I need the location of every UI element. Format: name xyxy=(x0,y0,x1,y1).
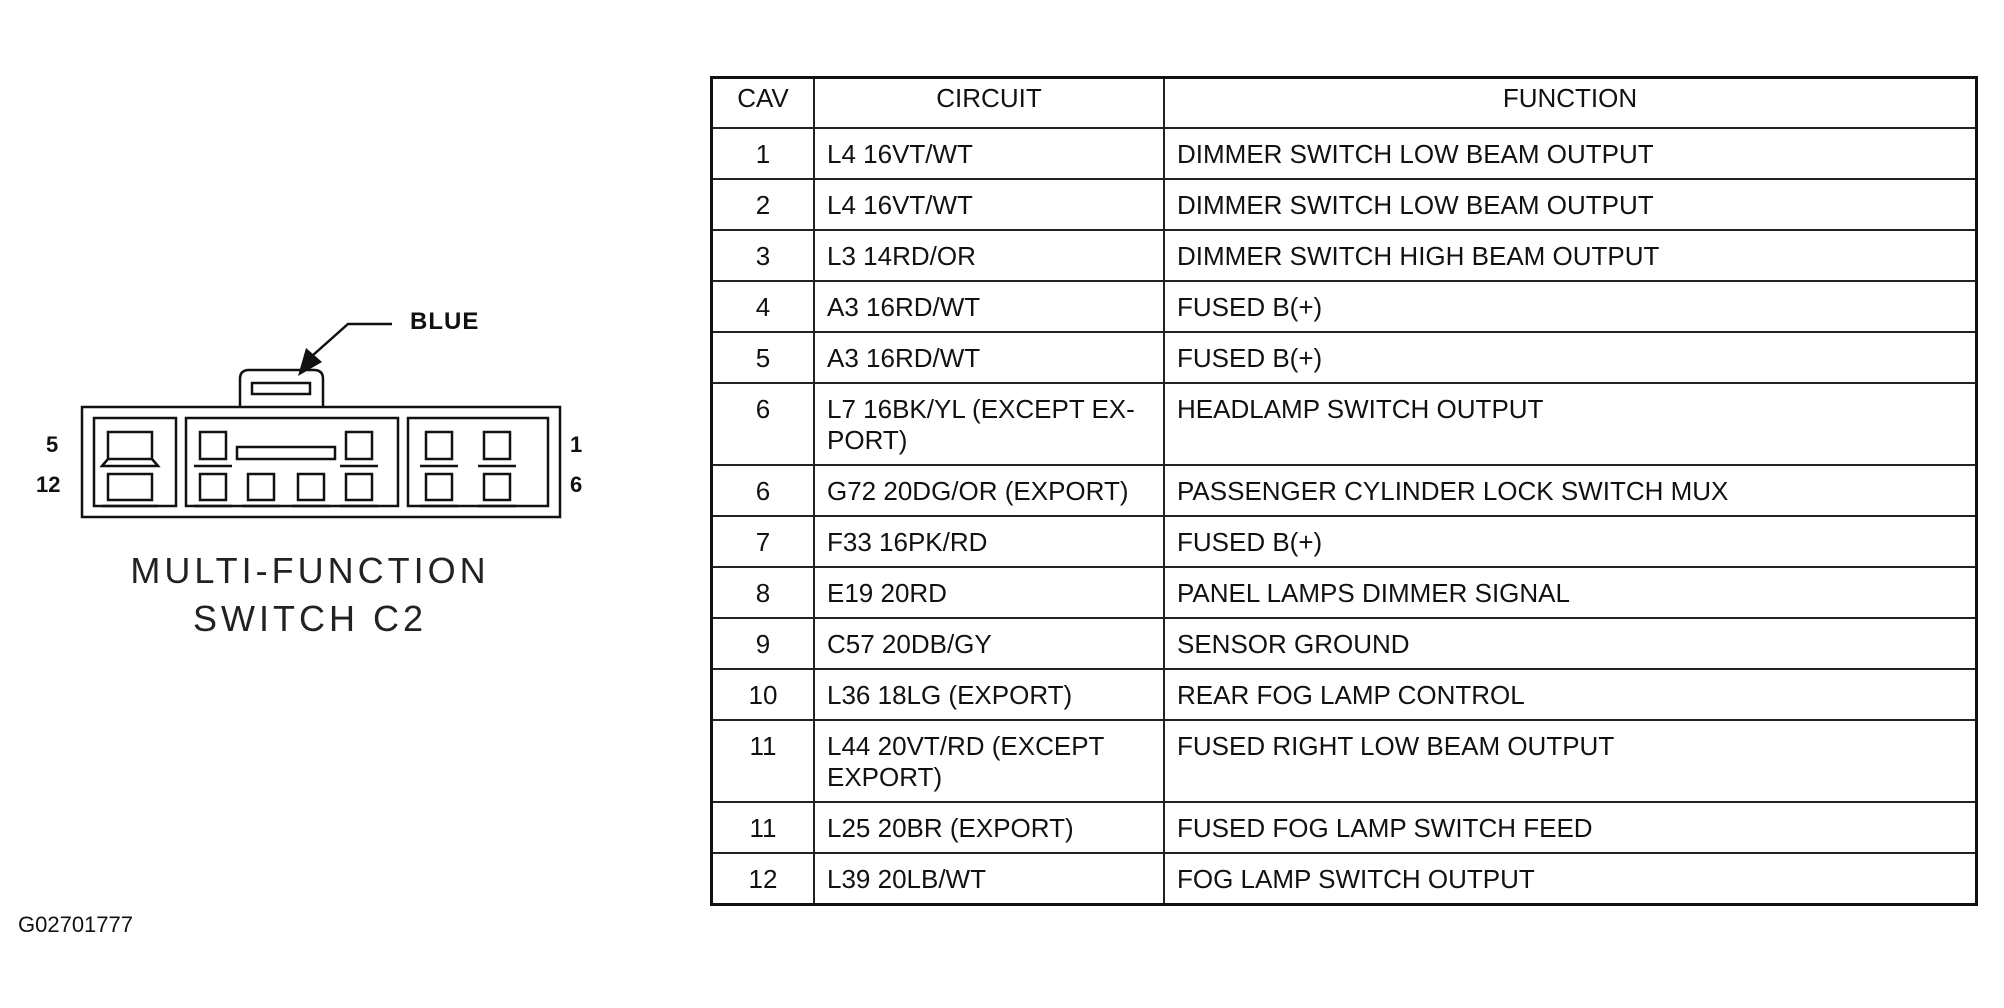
table-row: 7 F33 16PK/RD FUSED B(+) xyxy=(710,515,1978,568)
cell-circuit: L3 14RD/OR xyxy=(813,229,1165,282)
cell-cav: 7 xyxy=(710,515,815,568)
cell-circuit: A3 16RD/WT xyxy=(813,331,1165,384)
color-leader-arrow xyxy=(298,322,392,376)
cell-function: FUSED B(+) xyxy=(1163,280,1978,333)
connector-diagram: BLUE 5 12 1 6 MULTI-FUNCTION SWITCH C2 xyxy=(30,300,590,660)
cell-cav: 4 xyxy=(710,280,815,333)
table-row: 4 A3 16RD/WT FUSED B(+) xyxy=(710,280,1978,333)
cell-function: FUSED B(+) xyxy=(1163,515,1978,568)
cell-cav: 11 xyxy=(710,719,815,803)
table-row: 6 L7 16BK/YL (EXCEPT EX-PORT) HEADLAMP S… xyxy=(710,382,1978,466)
cell-cav: 10 xyxy=(710,668,815,721)
cell-cav: 12 xyxy=(710,852,815,906)
cell-cav: 5 xyxy=(710,331,815,384)
cell-cav: 3 xyxy=(710,229,815,282)
color-label: BLUE xyxy=(410,308,480,335)
circuit-line-1: L7 16BK/YL (EXCEPT EX- xyxy=(827,394,1135,424)
pinout-table: CAV CIRCUIT FUNCTION 1 L4 16VT/WT DIMMER… xyxy=(710,76,1978,906)
cavity-2 xyxy=(420,430,458,468)
cell-cav: 8 xyxy=(710,566,815,619)
pin-label-bottom-right: 6 xyxy=(570,472,583,497)
table-row: 9 C57 20DB/GY SENSOR GROUND xyxy=(710,617,1978,670)
cell-function: PASSENGER CYLINDER LOCK SWITCH MUX xyxy=(1163,464,1978,517)
table-row: 3 L3 14RD/OR DIMMER SWITCH HIGH BEAM OUT… xyxy=(710,229,1978,282)
cell-function: DIMMER SWITCH HIGH BEAM OUTPUT xyxy=(1163,229,1978,282)
cavity-4 xyxy=(194,430,232,468)
connector-title-line-1: MULTI-FUNCTION xyxy=(130,550,490,591)
cell-circuit: L36 18LG (EXPORT) xyxy=(813,668,1165,721)
cell-function: FUSED FOG LAMP SWITCH FEED xyxy=(1163,801,1978,854)
pin-label-top-right: 1 xyxy=(570,432,583,457)
connector-drawing xyxy=(80,322,562,519)
cell-circuit: G72 20DG/OR (EXPORT) xyxy=(813,464,1165,517)
cell-circuit: L4 16VT/WT xyxy=(813,127,1165,180)
table-row: 1 L4 16VT/WT DIMMER SWITCH LOW BEAM OUTP… xyxy=(710,127,1978,180)
cell-circuit: F33 16PK/RD xyxy=(813,515,1165,568)
cavity-3 xyxy=(340,430,378,468)
circuit-line-1: L44 20VT/RD (EXCEPT xyxy=(827,731,1105,761)
cavity-8 xyxy=(340,472,378,508)
circuit-line-2: PORT) xyxy=(827,425,908,455)
table-row: 10 L36 18LG (EXPORT) REAR FOG LAMP CONTR… xyxy=(710,668,1978,721)
cell-circuit: L25 20BR (EXPORT) xyxy=(813,801,1165,854)
cell-cav: 11 xyxy=(710,801,815,854)
cell-cav: 1 xyxy=(710,127,815,180)
cell-function: DIMMER SWITCH LOW BEAM OUTPUT xyxy=(1163,178,1978,231)
cavity-6 xyxy=(478,472,516,508)
cell-function: HEADLAMP SWITCH OUTPUT xyxy=(1163,382,1978,466)
cell-circuit: E19 20RD xyxy=(813,566,1165,619)
cell-cav: 9 xyxy=(710,617,815,670)
cavity-11 xyxy=(194,472,232,508)
cell-function: FUSED RIGHT LOW BEAM OUTPUT xyxy=(1163,719,1978,803)
cavity-10 xyxy=(242,472,280,508)
cell-circuit: L7 16BK/YL (EXCEPT EX-PORT) xyxy=(813,382,1165,466)
connector-key-bar xyxy=(235,445,337,461)
cavity-1 xyxy=(478,430,516,468)
cell-function: FOG LAMP SWITCH OUTPUT xyxy=(1163,852,1978,906)
cell-function: FUSED B(+) xyxy=(1163,331,1978,384)
cell-cav: 6 xyxy=(710,382,815,466)
cavity-12 xyxy=(102,472,158,508)
cavity-grid xyxy=(99,430,516,508)
table-row: 8 E19 20RD PANEL LAMPS DIMMER SIGNAL xyxy=(710,566,1978,619)
cavity-5 xyxy=(99,430,161,468)
pin-label-bottom-left: 12 xyxy=(36,472,61,497)
table-row: 5 A3 16RD/WT FUSED B(+) xyxy=(710,331,1978,384)
cell-circuit: A3 16RD/WT xyxy=(813,280,1165,333)
cell-function: DIMMER SWITCH LOW BEAM OUTPUT xyxy=(1163,127,1978,180)
header-function: FUNCTION xyxy=(1163,76,1978,129)
cavity-7 xyxy=(420,472,458,508)
table-header-row: CAV CIRCUIT FUNCTION xyxy=(710,76,1978,129)
table-row: 2 L4 16VT/WT DIMMER SWITCH LOW BEAM OUTP… xyxy=(710,178,1978,231)
cell-function: SENSOR GROUND xyxy=(1163,617,1978,670)
cell-circuit: L4 16VT/WT xyxy=(813,178,1165,231)
cell-cav: 6 xyxy=(710,464,815,517)
table-row: 12 L39 20LB/WT FOG LAMP SWITCH OUTPUT xyxy=(710,852,1978,906)
connector-title-line-2: SWITCH C2 xyxy=(193,598,427,639)
circuit-line-2: EXPORT) xyxy=(827,762,943,792)
cell-circuit: C57 20DB/GY xyxy=(813,617,1165,670)
figure-id: G02701777 xyxy=(18,912,133,937)
cell-function: PANEL LAMPS DIMMER SIGNAL xyxy=(1163,566,1978,619)
cell-circuit: L39 20LB/WT xyxy=(813,852,1165,906)
table-row: 11 L25 20BR (EXPORT) FUSED FOG LAMP SWIT… xyxy=(710,801,1978,854)
latch-slot xyxy=(250,381,312,396)
cell-cav: 2 xyxy=(710,178,815,231)
cavity-9 xyxy=(292,472,330,508)
header-circuit: CIRCUIT xyxy=(813,76,1165,129)
connector-outer-shell xyxy=(80,405,562,519)
header-cav: CAV xyxy=(710,76,815,129)
pin-label-top-left: 5 xyxy=(46,432,59,457)
table-row: 6 G72 20DG/OR (EXPORT) PASSENGER CYLINDE… xyxy=(710,464,1978,517)
cell-function: REAR FOG LAMP CONTROL xyxy=(1163,668,1978,721)
latch-tab xyxy=(238,368,325,407)
